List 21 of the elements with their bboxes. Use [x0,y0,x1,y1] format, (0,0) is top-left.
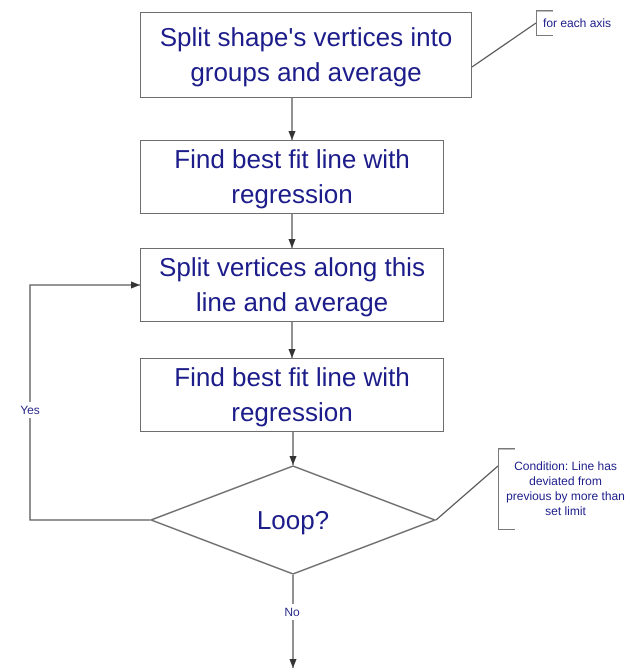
edge-label: Yes [18,402,42,418]
step-text: Split shape's vertices into groups and average [158,21,454,89]
arrow [29,281,150,521]
arrow [288,98,296,140]
note-text: for each axis [542,16,612,30]
process-box [140,358,444,432]
arrow [289,575,297,668]
arrow [288,322,296,358]
process-box [140,248,444,322]
process-box [140,140,444,214]
arrow [289,432,297,465]
step-text: Find best fit line with regression [173,143,411,211]
edge-label: No [282,604,302,620]
step-text: Find best fit line with regression [173,361,411,429]
leader-line [472,22,536,68]
arrow [288,214,296,248]
process-box [140,12,472,98]
decision-text: Loop? [256,504,330,536]
leader-line [436,466,498,520]
note-text: Condition: Line has deviated from previous by more than set limit [505,459,626,519]
step-text: Split vertices along this line and average [158,251,426,319]
